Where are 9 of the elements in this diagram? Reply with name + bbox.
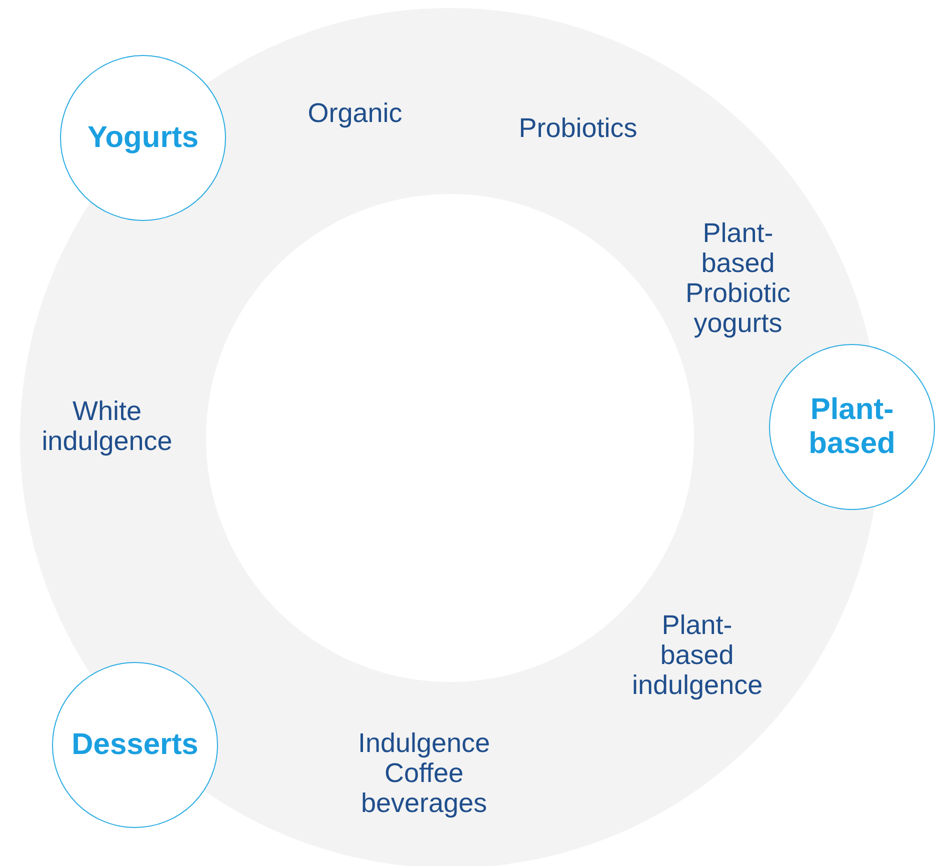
ring-label: Plant-based Probiotic yogurts xyxy=(684,218,792,338)
ring-label: Indulgence Coffee beverages xyxy=(356,728,492,818)
ring-label: Organic xyxy=(306,98,404,128)
category-label: Desserts xyxy=(70,728,200,762)
category-label: Plant-based xyxy=(808,393,896,461)
category-label: Yogurts xyxy=(86,121,200,155)
ring-label: Probiotics xyxy=(518,113,638,143)
ring-label: White indulgence xyxy=(40,396,174,456)
ring-label: Plant-based indulgence xyxy=(632,610,762,700)
